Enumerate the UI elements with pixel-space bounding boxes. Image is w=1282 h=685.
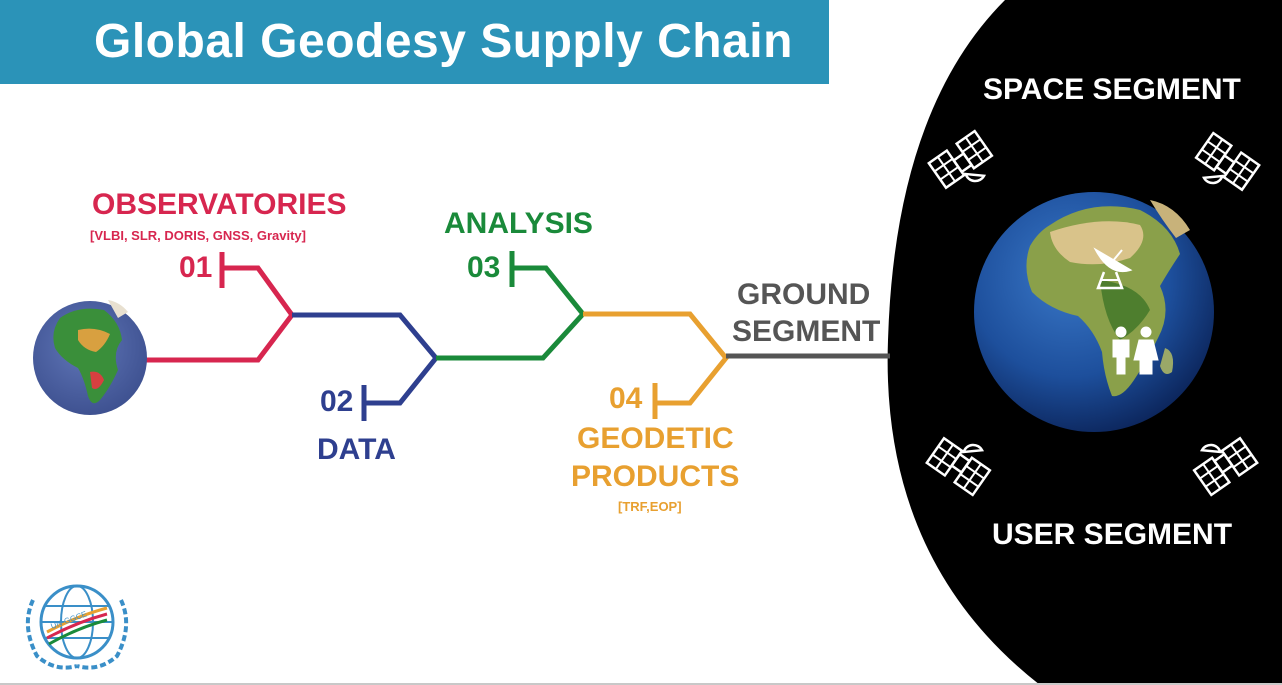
ground-segment-label-line1: GROUND: [737, 278, 871, 311]
ground-station-icon: [1093, 247, 1133, 290]
observatories-sublabel: [VLBI, SLR, DORIS, GNSS, Gravity]: [90, 228, 306, 243]
observatories-line: [145, 265, 296, 363]
title-banner: [0, 0, 829, 84]
space-segment-label: SPACE SEGMENT: [983, 73, 1241, 106]
observatories-label: OBSERVATORIES: [92, 188, 347, 221]
un-ggce-logo: UN-GGCE: [25, 584, 129, 670]
data-label: DATA: [317, 433, 396, 466]
users-icon: [1112, 326, 1159, 375]
small-earth-icon: [33, 300, 147, 415]
products-label-line1: GEODETIC: [577, 422, 734, 455]
ground-segment-label-line2: SEGMENT: [732, 315, 881, 348]
stage-number-01: 01: [179, 251, 213, 284]
earth-globe: [974, 192, 1214, 432]
page-title: Global Geodesy Supply Chain: [94, 15, 793, 68]
user-segment-label: USER SEGMENT: [992, 518, 1233, 551]
analysis-label: ANALYSIS: [444, 207, 593, 240]
stage-number-04: 04: [609, 382, 643, 415]
bottom-border: [0, 683, 1282, 685]
products-label-line2: PRODUCTS: [571, 460, 740, 493]
products-sublabel: [TRF,EOP]: [618, 499, 682, 514]
stage-number-02: 02: [320, 385, 354, 418]
stage-number-03: 03: [467, 251, 501, 284]
